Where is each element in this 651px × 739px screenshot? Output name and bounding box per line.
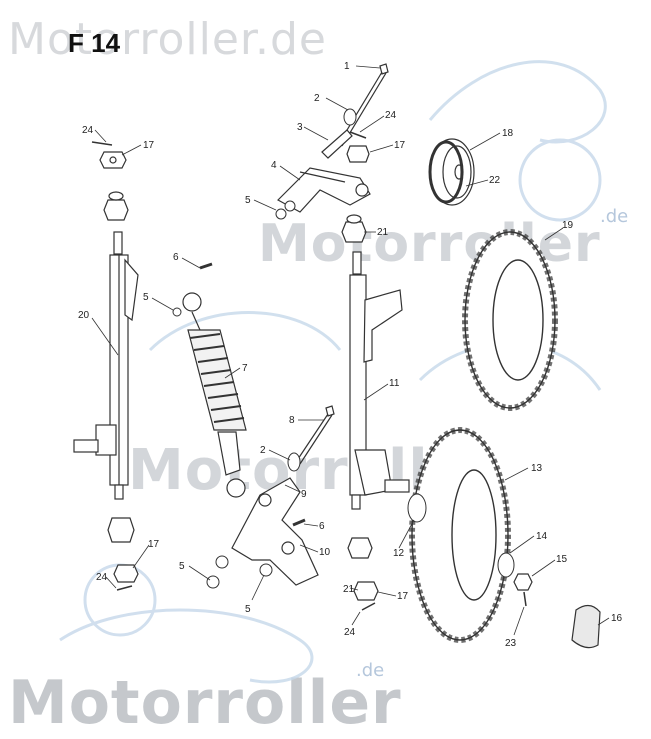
left-lower-bushing	[107, 517, 135, 543]
callout-3: 3	[297, 122, 303, 133]
wheel-rim	[428, 138, 475, 206]
callout-2-lower: 2	[260, 445, 266, 456]
right-lower-cotter-pin	[361, 602, 376, 611]
upper-arm-bushing	[343, 108, 357, 126]
callout-24-upper-left: 24	[82, 125, 94, 136]
left-strut	[73, 231, 139, 500]
callout-14: 14	[536, 531, 548, 542]
callout-15: 15	[556, 554, 568, 565]
callout-2-upper: 2	[314, 93, 320, 104]
callout-6-lower: 6	[319, 521, 325, 532]
callout-16: 16	[611, 613, 623, 624]
callout-13: 13	[531, 463, 543, 474]
lower-arm-bolt	[295, 405, 335, 465]
watermark-suffix-2: .de	[356, 660, 385, 681]
left-lower-cotter-pin	[116, 585, 133, 591]
callout-18: 18	[502, 128, 514, 139]
lower-arm-pivot-bolt	[292, 518, 306, 527]
lower-a-arm	[231, 477, 319, 586]
left-lower-nut	[113, 564, 139, 583]
callout-leader-lines	[91, 65, 610, 636]
shock-absorber	[182, 292, 247, 498]
watermark-bottom: Motorroller	[8, 668, 402, 738]
right-lower-nut	[353, 581, 379, 601]
lower-arm-nut-right	[259, 563, 273, 577]
watermark-suffix-1: .de	[600, 206, 629, 227]
left-upper-bushing	[103, 191, 129, 221]
left-upper-cotter-pin	[91, 141, 113, 146]
callout-23: 23	[505, 638, 517, 649]
callout-10: 10	[319, 547, 331, 558]
right-upper-bushing	[341, 214, 367, 243]
callout-21-lower: 21	[343, 584, 355, 595]
right-upper-cotter-pin	[349, 131, 367, 139]
callout-24-upper-right: 24	[385, 110, 397, 121]
wheel-bearing-spacer	[497, 552, 515, 578]
callout-9: 9	[301, 489, 307, 500]
callout-20: 20	[78, 310, 90, 321]
right-lower-bushing	[347, 537, 373, 559]
callout-17-upper-left: 17	[143, 140, 155, 151]
callout-4: 4	[271, 160, 277, 171]
callout-12: 12	[393, 548, 405, 559]
axle-cotter-pin	[523, 591, 527, 607]
callout-5-upper: 5	[245, 195, 251, 206]
callout-22: 22	[489, 175, 501, 186]
upper-tire	[462, 229, 558, 411]
callout-5-lower-left: 5	[179, 561, 185, 572]
upper-arm-washer	[284, 200, 296, 212]
upper-a-arm	[277, 167, 371, 213]
hub-cap	[571, 604, 601, 649]
right-strut	[349, 251, 410, 510]
lower-arm-bushing	[287, 452, 301, 472]
upper-shock-bolt	[199, 262, 213, 270]
upper-arm-nut	[275, 208, 287, 220]
callout-24-lower-left: 24	[96, 572, 108, 583]
upper-shock-nut	[172, 307, 182, 317]
wheel-spacer	[407, 493, 427, 523]
callout-5-shock: 5	[143, 292, 149, 303]
lower-arm-nut-left	[206, 575, 220, 589]
upper-arm-sleeve	[321, 129, 353, 159]
callout-1: 1	[344, 61, 350, 72]
lower-arm-washer	[215, 555, 229, 569]
right-upper-nut	[346, 145, 370, 163]
callout-6-upper: 6	[173, 252, 179, 263]
axle-nut	[513, 573, 533, 591]
diagram-code: F 14	[68, 28, 121, 58]
watermark-top: Motorroller.de	[8, 14, 327, 65]
callout-17-upper-right: 17	[394, 140, 406, 151]
callout-21-upper: 21	[377, 227, 389, 238]
lower-tire	[409, 427, 511, 643]
callout-17-lower-left: 17	[148, 539, 160, 550]
callout-11: 11	[389, 378, 400, 389]
callout-7: 7	[242, 363, 248, 374]
callout-8: 8	[289, 415, 295, 426]
callout-24-lower-right: 24	[344, 627, 356, 638]
callout-5-lower: 5	[245, 604, 251, 615]
left-upper-nut	[99, 151, 127, 169]
callout-19: 19	[562, 220, 574, 231]
callout-labels: 1 2 3 24 17 4 5 21 18 22 19 24 17 6 5 20…	[78, 61, 623, 649]
callout-17-lower-right: 17	[397, 591, 409, 602]
